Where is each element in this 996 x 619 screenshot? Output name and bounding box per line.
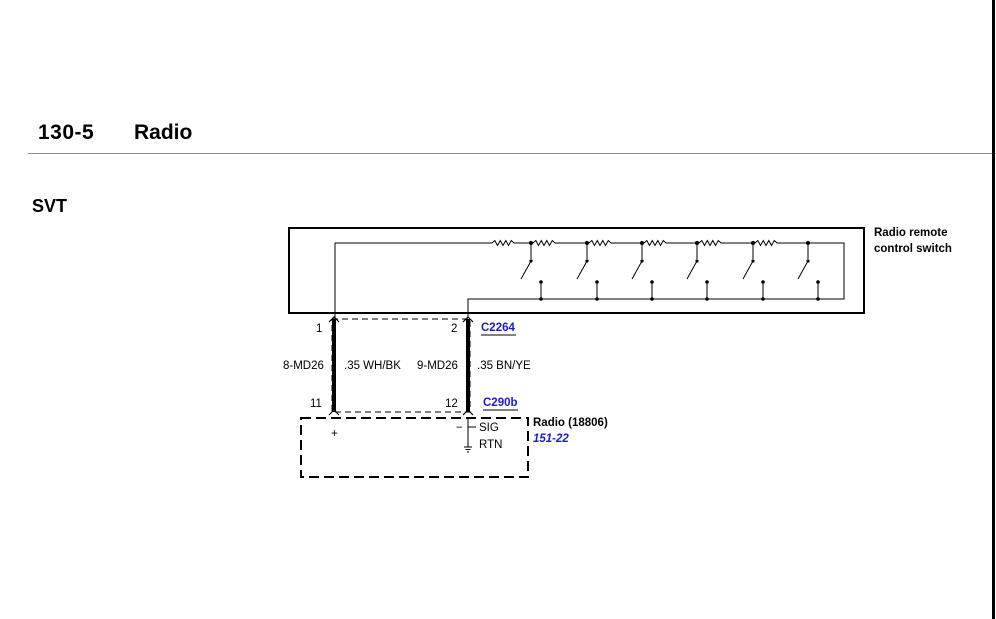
radio-label: Radio (18806) [533, 417, 608, 429]
radio-rtn: RTN [479, 439, 502, 451]
switch-lever [686, 260, 698, 280]
switch-contact [585, 259, 589, 263]
resistor-4 [642, 239, 697, 247]
switch-lever [520, 260, 532, 280]
switch-lever [576, 260, 588, 280]
resistor-2 [531, 239, 587, 247]
switch-contact [640, 259, 644, 263]
page-number: 130-5 [38, 121, 95, 144]
switch-lever [631, 260, 643, 280]
ground-icon [464, 446, 472, 453]
switch-right-loop [467, 242, 845, 318]
switch-contact [695, 259, 699, 263]
header-divider [28, 153, 996, 154]
pin-2: 2 [451, 323, 457, 335]
resistor-3 [587, 239, 642, 247]
connector-c2264-link[interactable]: C2264 [481, 322, 515, 334]
radio-sig: SIG [479, 422, 499, 434]
bus-dot [595, 297, 599, 301]
page-edge [992, 0, 995, 619]
bus-dot [761, 297, 765, 301]
pin-12: 12 [445, 398, 458, 410]
connector-chevron-11 [328, 409, 340, 416]
resistor-6 [753, 239, 808, 247]
bus-dot [705, 297, 709, 301]
wire-left-circuit: 8-MD26 [283, 360, 324, 372]
connector-chevron-1 [328, 316, 340, 323]
switch-box [288, 227, 865, 314]
connector-chevron-12 [462, 409, 474, 416]
wire-right-circuit: 9-MD26 [417, 360, 458, 372]
resistor-ladder [490, 239, 820, 301]
resistor-5 [697, 239, 753, 247]
radio-ref-link[interactable]: 151-22 [533, 433, 569, 445]
switch-contact [751, 259, 755, 263]
bus-dot [650, 297, 654, 301]
radio-dashed-box [300, 417, 529, 478]
pin-11: 11 [310, 398, 322, 410]
switch-contact [806, 259, 810, 263]
radio-plus: + [331, 428, 338, 440]
pin-1: 1 [316, 323, 322, 335]
switch-contact [529, 259, 533, 263]
switch-left-loop [334, 242, 490, 318]
bus-dot [816, 297, 820, 301]
wire-right-spec: .35 BN/YE [477, 360, 531, 372]
resistor-1 [490, 239, 531, 247]
page-title: Radio [134, 121, 193, 144]
connector-c290b-link[interactable]: C290b [483, 397, 518, 409]
switch-label-line2: control switch [874, 243, 952, 255]
connector-chevron-2 [462, 316, 474, 323]
radio-minus: − [456, 422, 463, 434]
wire-left-spec: .35 WH/BK [344, 360, 401, 372]
switch-lever [742, 260, 754, 280]
switch-lever [797, 260, 809, 280]
section-title: SVT [32, 196, 68, 216]
switch-label-line1: Radio remote [874, 227, 948, 239]
bus-dot [539, 297, 543, 301]
